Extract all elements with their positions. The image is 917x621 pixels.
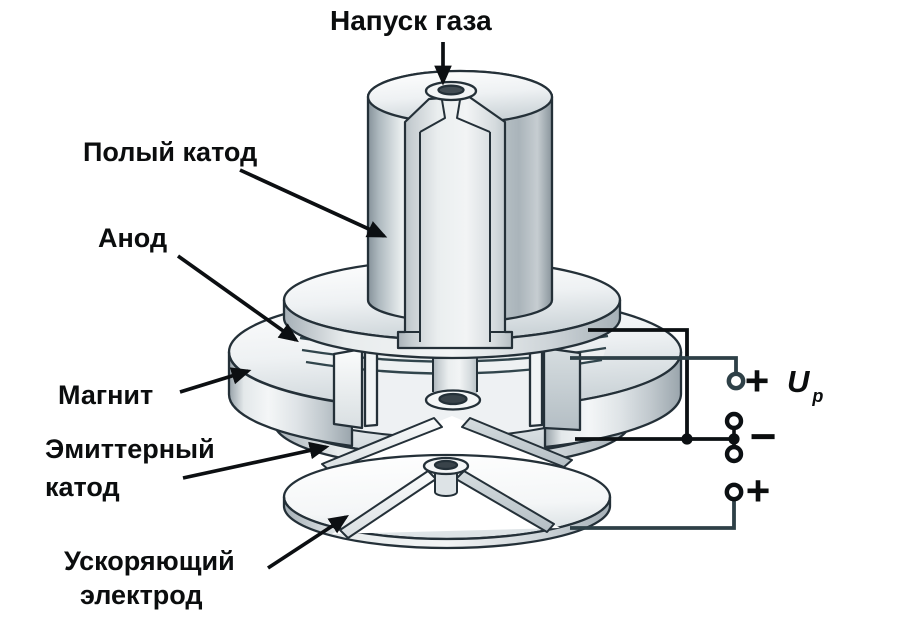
terminal-minus-upper <box>724 411 744 431</box>
sign-minus-common: − <box>750 410 777 462</box>
flange-side-band <box>282 298 622 360</box>
accelerating-electrode <box>282 453 612 550</box>
accel-cut-face-right <box>455 470 555 533</box>
terminal-minus-lower <box>724 444 744 464</box>
anode-section-left <box>363 347 379 428</box>
label-accel-electrode-line1: Ускоряющий <box>64 546 235 576</box>
label-magnet: Магнит <box>58 380 153 410</box>
arrow-accel-electrode <box>266 515 350 570</box>
label-anode: Анод <box>98 223 167 253</box>
label-accel-electrode-line2: электрод <box>80 580 203 610</box>
voltage-symbol: U <box>787 364 811 399</box>
label-gas-inlet: Напуск газа <box>330 5 492 36</box>
accel-funnel-tube <box>434 470 458 497</box>
section-faces <box>332 346 582 432</box>
anode-section-right <box>528 347 544 428</box>
wire-flange-cathode <box>588 328 689 439</box>
accel-wedge-gap <box>332 468 560 534</box>
inlet-neck-left <box>419 99 446 133</box>
label-hollow-cathode: Полый катод <box>83 137 257 167</box>
accel-funnel-hole <box>433 459 459 471</box>
hollow-cathode <box>366 69 554 350</box>
sign-plus-anode: + <box>745 357 770 404</box>
magnet-section-right <box>542 346 582 432</box>
emitter-funnel <box>424 389 482 411</box>
wire-accel-electrode <box>570 499 736 530</box>
inlet-neck-right <box>456 99 491 133</box>
wire-junction-dot <box>681 433 693 445</box>
magnet-section-left <box>332 347 364 430</box>
arrow-anode <box>176 254 299 343</box>
leader-arrows <box>176 42 452 570</box>
label-emitter-cathode-line2: катод <box>45 472 120 502</box>
cathode-cut-channel <box>396 94 514 350</box>
terminal-anode-plus <box>726 371 746 391</box>
label-emitter-cathode-line1: Эмиттерный <box>45 434 215 464</box>
emitter-funnel-hole <box>438 392 468 406</box>
accel-cut-face-left <box>339 470 437 539</box>
arrow-emitter-cathode <box>182 441 330 480</box>
circuit-wires <box>570 328 738 530</box>
arrow-magnet <box>179 367 252 394</box>
gas-inlet-funnel <box>424 80 478 102</box>
sign-plus-accel: + <box>746 467 771 514</box>
arrow-hollow-cathode <box>239 168 388 238</box>
terminal-minus-dot <box>728 433 740 445</box>
inlet-hole <box>437 84 465 96</box>
device-assembly <box>227 69 683 550</box>
voltage-subscript: p <box>811 386 823 406</box>
terminal-accel-plus <box>724 482 744 502</box>
wire-anode <box>570 356 738 373</box>
terminals <box>724 371 746 502</box>
accel-side-band <box>282 495 612 550</box>
labels: Напуск газа Полый катод Анод Магнит Эмит… <box>45 5 823 610</box>
emitter-wedge-gap <box>320 416 572 470</box>
